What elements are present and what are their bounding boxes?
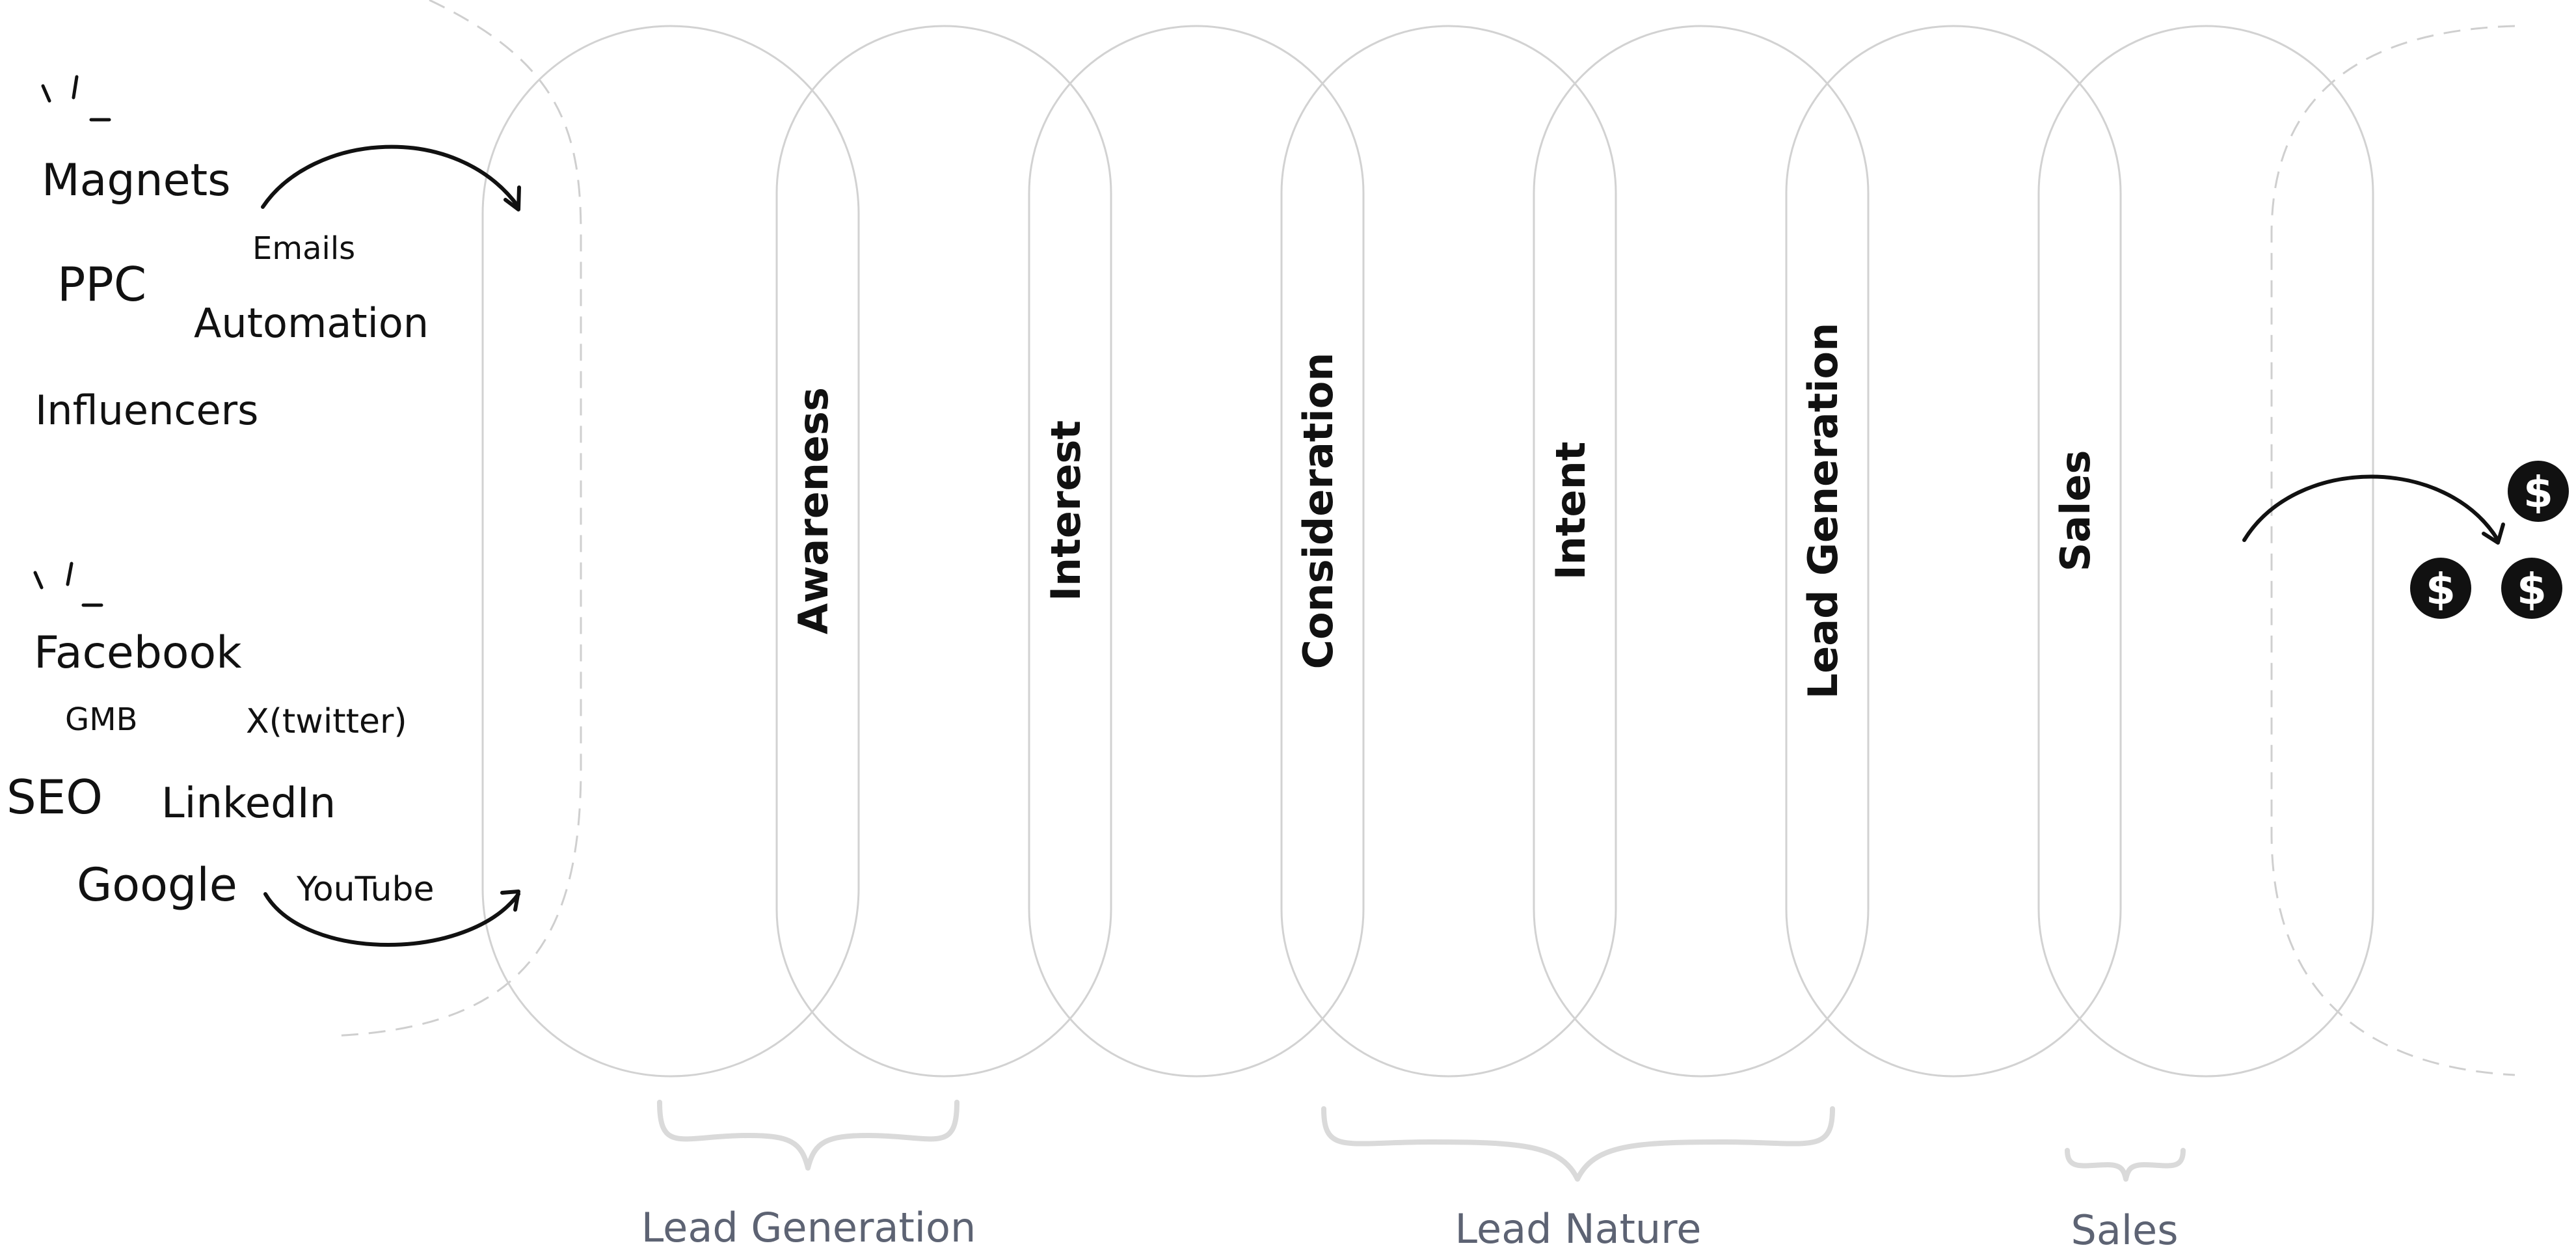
sparkle-mark-icon [33,562,103,607]
dollar-coin-icon: $ [2410,558,2471,619]
capsule-6 [1785,25,2122,1078]
funnel-capsules [481,25,2374,1078]
capsule-2 [775,25,1112,1078]
arrow-to-revenue [2242,474,2500,542]
arrow-to-funnel-bottom-head [500,890,520,912]
brace-lead-generation [657,1100,959,1171]
svg-text:$: $ [2523,467,2553,517]
arrow-to-funnel-top [261,144,520,209]
brace-lead-nature [1321,1106,1835,1182]
brace-sales [2065,1148,2186,1182]
arrow-to-funnel-top-head [503,185,521,211]
channel-youtube: YouTube [296,870,434,909]
channel-google: Google [77,858,237,912]
capsule-7 [2037,25,2374,1078]
capsule-4 [1280,25,1617,1078]
stage-label-sales: Sales [2052,450,2099,572]
channel-magnets: Magnets [42,155,231,206]
channel-automation: Automation [194,299,429,347]
stage-group-labels: Lead Generation Lead Nature Sales [641,1204,2179,1250]
sparkle-mark-icon [41,75,111,122]
channel-linkedin: LinkedIn [161,780,336,828]
funnel-stage-labels: Awareness Interest Consideration Intent … [790,323,2099,700]
group-label-sales: Sales [2071,1206,2178,1250]
group-label-lead-nature: Lead Nature [1455,1205,1702,1250]
arrow-to-revenue-head [2482,523,2505,545]
svg-text:$: $ [2426,564,2456,614]
dollar-coin-icon: $ [2501,558,2562,619]
arrow-to-funnel-bottom [263,892,520,947]
channel-facebook: Facebook [34,627,242,679]
channel-group-two: Facebook GMB X(twitter) SEO LinkedIn Goo… [7,562,520,947]
channel-seo: SEO [7,770,103,824]
group-label-lead-generation: Lead Generation [641,1204,976,1250]
stage-group-braces [657,1100,2186,1182]
channel-x-twitter: X(twitter) [246,702,407,741]
stage-label-lead-generation: Lead Generation [1799,323,1847,700]
dollar-coin-icon: $ [2508,461,2569,522]
channel-gmb: GMB [65,701,138,738]
svg-text:$: $ [2517,564,2547,614]
stage-label-awareness: Awareness [790,387,837,634]
capsule-1 [481,25,860,1078]
stage-label-intent: Intent [1547,442,1594,580]
exit-dashed-arc [2270,25,2516,1076]
capsule-3 [1028,25,1365,1078]
stage-label-interest: Interest [1042,420,1090,601]
channel-ppc: PPC [57,257,146,312]
entry-dashed-arc [331,0,582,1037]
revenue-output: $ $ $ [2242,461,2569,619]
channel-emails: Emails [252,230,355,267]
capsule-5 [1533,25,1870,1078]
channel-influencers: Influencers [35,387,258,434]
channel-group-one: Magnets Emails PPC Automation Influencer… [35,75,521,434]
stage-label-consideration: Consideration [1295,353,1342,670]
